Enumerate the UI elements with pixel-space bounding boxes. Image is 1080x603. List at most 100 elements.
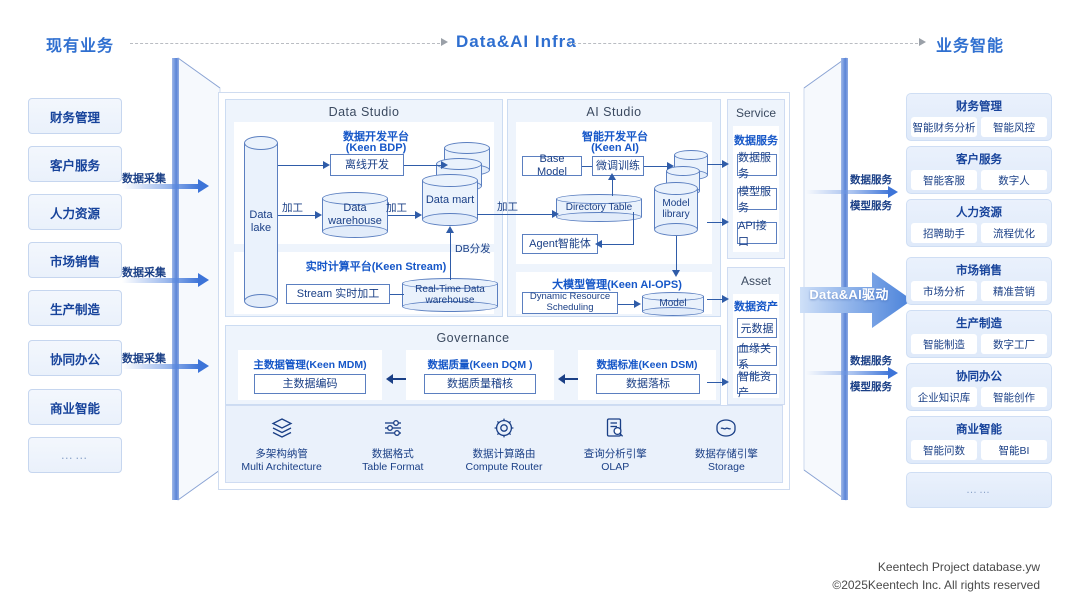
capability-1-cn: 数据格式 [371, 448, 414, 460]
cylinder-data-mart[interactable]: Data mart [422, 174, 478, 226]
asset-chip-1[interactable]: 血缘关系 [737, 343, 777, 371]
existing-business-item-4[interactable]: 生产制造 [28, 290, 122, 326]
edge-modellib-to-agent-v [633, 212, 635, 245]
capability-olap[interactable]: 查询分析引擎 OLAP [560, 415, 671, 473]
zone-data-studio: Data Studio 数据开发平台 (Keen BDP) 实时计算平台(Kee… [225, 99, 503, 317]
existing-business-item-1[interactable]: 客户服务 [28, 146, 122, 182]
existing-business-item-6[interactable]: 商业智能 [28, 389, 122, 425]
node-stream-processing[interactable]: Stream 实时加工 [286, 284, 390, 304]
dynamic-scheduling-label: Dynamic Resource Scheduling [529, 291, 611, 313]
edge-to-service-data-head-icon [722, 160, 729, 168]
capability-compute-router[interactable]: 数据计算路由 Compute Router [448, 415, 559, 473]
edge-modellib-to-agent-head-icon [595, 240, 602, 248]
drive-flow-1-line1: 数据服务 [850, 355, 892, 367]
bi-card-2-title: 人力资源 [956, 207, 1002, 219]
existing-business-label-1: 客户服务 [49, 158, 100, 173]
capability-table-format[interactable]: 数据格式 Table Format [337, 415, 448, 473]
bi-card-0-child-1[interactable]: 智能风控 [981, 117, 1047, 137]
stream-processing-label: Stream 实时加工 [296, 287, 380, 300]
footer-line-2: ©2025Keentech Inc. All rights reserved [832, 578, 1040, 593]
bi-card-3-child-1[interactable]: 精准营销 [981, 281, 1047, 301]
existing-business-label-4: 生产制造 [49, 302, 100, 317]
capability-2-cn: 数据计算路由 [472, 448, 536, 460]
bi-card-3-title: 市场销售 [956, 265, 1002, 277]
keen-ai-ops-title: 大模型管理(Keen AI-OPS) [552, 279, 682, 291]
bi-card-1[interactable]: 客户服务 智能客服 数字人 [906, 146, 1052, 194]
node-offline-dev[interactable]: 离线开发 [330, 154, 404, 176]
asset-chip-2-label: 智能资产 [738, 371, 771, 399]
asset-chip-0[interactable]: 元数据 [737, 318, 777, 338]
bi-card-2-child-1[interactable]: 流程优化 [981, 223, 1047, 243]
node-fine-tune[interactable]: 微调训练 [592, 156, 644, 176]
cylinder-data-warehouse[interactable]: Data warehouse [322, 192, 388, 238]
existing-business-item-more[interactable]: …… [28, 437, 122, 473]
node-agent[interactable]: Agent智能体 [522, 234, 598, 254]
bi-card-2-child-0[interactable]: 招聘助手 [911, 223, 977, 243]
zone-ai-studio: AI Studio 智能开发平台 (Keen AI) 大模型管理(Keen AI… [507, 99, 721, 317]
header-dash-line-left [130, 43, 440, 44]
governance-card-dsm[interactable]: 数据标准(Keen DSM) 数据落标 [578, 350, 716, 400]
model-library-label: Model library [662, 197, 690, 221]
footer-line-1: Keentech Project database.yw [877, 559, 1040, 574]
service-chip-0[interactable]: 数据服务 [737, 152, 777, 180]
existing-business-item-5[interactable]: 协同办公 [28, 340, 122, 376]
bi-card-2[interactable]: 人力资源 招聘助手 流程优化 [906, 199, 1052, 247]
bi-card-6-child-1[interactable]: 智能BI [981, 440, 1047, 460]
capability-multi-architecture[interactable]: 多架构纳管 Multi Architecture [226, 415, 337, 473]
data-warehouse-label: Data warehouse [328, 202, 382, 227]
existing-business-item-3[interactable]: 市场销售 [28, 242, 122, 278]
cylinder-realtime-dw[interactable]: Real-Time Data warehouse [402, 278, 498, 312]
cylinder-directory-table[interactable]: Directory Table [556, 194, 642, 222]
edge-lake-to-offline [278, 165, 324, 167]
cylinder-model-library[interactable]: Model library [654, 182, 698, 236]
header-dash-line-right [568, 43, 918, 44]
bi-card-5[interactable]: 协同办公 企业知识库 智能创作 [906, 363, 1052, 411]
governance-card-dqm[interactable]: 数据质量(Keen DQM ) 数据质量稽核 [406, 350, 554, 400]
cylinder-aiops-model[interactable]: Model [642, 292, 704, 316]
bi-card-6[interactable]: 商业智能 智能问数 智能BI [906, 416, 1052, 464]
asset-chip-0-label: 元数据 [740, 323, 774, 335]
governance-card-mdm[interactable]: 主数据管理(Keen MDM) 主数据编码 [238, 350, 382, 400]
bi-card-4[interactable]: 生产制造 智能制造 数字工厂 [906, 310, 1052, 358]
edge-rtdw-to-mart-head-icon [446, 226, 454, 233]
governance-node-mdm[interactable]: 主数据编码 [254, 374, 366, 394]
bi-card-3-child-0[interactable]: 市场分析 [911, 281, 977, 301]
bi-card-1-child-0[interactable]: 智能客服 [911, 170, 977, 190]
doc-search-icon [560, 415, 671, 441]
node-dynamic-scheduling[interactable]: Dynamic Resource Scheduling [522, 291, 618, 314]
bi-card-5-child-0[interactable]: 企业知识库 [911, 387, 977, 407]
bi-card-3[interactable]: 市场销售 市场分析 精准营销 [906, 257, 1052, 305]
existing-business-item-2[interactable]: 人力资源 [28, 194, 122, 230]
existing-business-label-2: 人力资源 [49, 206, 100, 221]
service-chip-2[interactable]: API接口 [737, 220, 777, 248]
governance-node-dsm-label: 数据落标 [626, 377, 670, 390]
asset-chip-2[interactable]: 智能资产 [737, 371, 777, 399]
bi-card-0-child-0[interactable]: 智能财务分析 [911, 117, 977, 137]
governance-node-dqm-label: 数据质量稽核 [447, 377, 513, 390]
collect-arrow-head-1-icon [198, 273, 209, 287]
data-ai-drive-arrow [800, 272, 912, 328]
existing-business-item-0[interactable]: 财务管理 [28, 98, 122, 134]
bi-card-6-child-0[interactable]: 智能问数 [911, 440, 977, 460]
bi-card-4-child-1[interactable]: 数字工厂 [981, 334, 1047, 354]
governance-node-dqm[interactable]: 数据质量稽核 [424, 374, 536, 394]
header-label-data-ai-infra: Data&AI Infra [456, 32, 577, 51]
bi-card-5-child-1[interactable]: 智能创作 [981, 387, 1047, 407]
bi-card-0[interactable]: 财务管理 智能财务分析 智能风控 [906, 93, 1052, 141]
edge-lake-to-dw [278, 215, 316, 217]
node-base-model[interactable]: Base Model [522, 153, 582, 178]
bi-card-more[interactable]: …… [906, 472, 1052, 508]
bi-card-5-title: 协同办公 [956, 371, 1002, 383]
edge-finetune-to-modellib-head-icon [667, 162, 674, 170]
edge-to-service-api-head-icon [722, 218, 729, 226]
infra-frame: Data Studio 数据开发平台 (Keen BDP) 实时计算平台(Kee… [218, 92, 790, 490]
bi-card-4-child-0[interactable]: 智能制造 [911, 334, 977, 354]
edge-stream-to-rtdw [390, 294, 404, 296]
service-chip-1[interactable]: 模型服务 [737, 186, 777, 214]
governance-node-dsm[interactable]: 数据落标 [596, 374, 700, 394]
cylinder-data-lake[interactable]: Data lake [244, 136, 278, 308]
existing-business-label-more: …… [60, 448, 90, 462]
bi-card-1-child-1[interactable]: 数字人 [981, 170, 1047, 190]
capability-storage[interactable]: 数据存储引擎 Storage [671, 415, 782, 473]
